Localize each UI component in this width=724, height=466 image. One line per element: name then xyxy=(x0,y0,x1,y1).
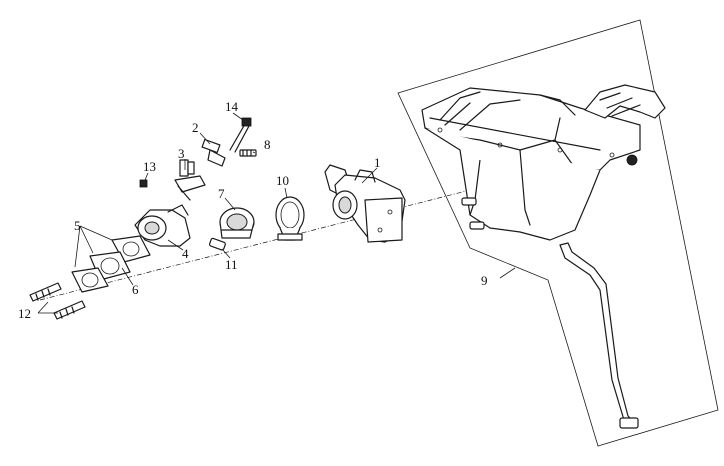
leader-lines xyxy=(37,112,516,314)
screw xyxy=(239,149,257,157)
gasket xyxy=(71,235,151,293)
studs xyxy=(29,282,86,320)
plug xyxy=(209,237,226,251)
callout-14: 14 xyxy=(225,99,239,114)
callout-1: 1 xyxy=(374,155,381,170)
bolt xyxy=(229,117,252,153)
callout-2: 2 xyxy=(192,120,199,135)
sensor xyxy=(201,138,226,167)
callout-5: 5 xyxy=(74,218,81,233)
callout-9: 9 xyxy=(481,273,488,288)
assembly-centerline xyxy=(39,189,471,301)
callout-11: 11 xyxy=(225,257,238,272)
callout-3: 3 xyxy=(178,146,185,161)
callout-4: 4 xyxy=(182,246,189,261)
callout-6: 6 xyxy=(132,282,139,297)
clamp-band xyxy=(275,196,305,241)
callout-7: 7 xyxy=(218,186,225,201)
small-nut xyxy=(139,179,148,188)
intake-manifold xyxy=(134,204,191,247)
intake-joint xyxy=(219,207,255,239)
callout-10: 10 xyxy=(276,173,289,188)
air-box-boundary xyxy=(397,19,719,447)
callout-13: 13 xyxy=(143,159,156,174)
callout-8: 8 xyxy=(264,137,271,152)
air-box xyxy=(421,84,666,429)
injector xyxy=(174,159,206,201)
callout-12: 12 xyxy=(18,306,31,321)
throttle-body xyxy=(324,164,406,243)
